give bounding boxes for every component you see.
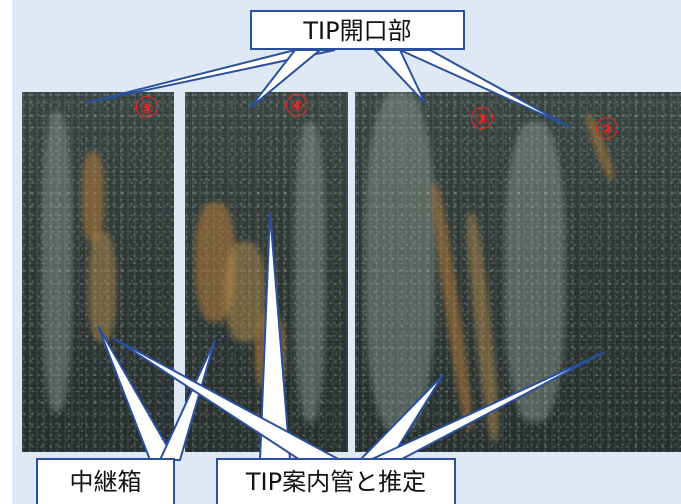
- pointer-tip-4: [249, 49, 323, 109]
- left-margin-strip: [0, 0, 12, 504]
- pointer-junction-1: [97, 325, 177, 461]
- marker-5: ⑤: [136, 96, 158, 118]
- tip-guide-pipe-label: TIP案内管と推定: [216, 458, 456, 504]
- rust-streak: [195, 202, 235, 322]
- rust-streak: [82, 152, 104, 242]
- pale-streak: [42, 112, 72, 412]
- pale-streak: [365, 92, 435, 432]
- pointer-tip-3: [372, 49, 426, 104]
- marker-2: ②: [596, 117, 618, 139]
- pointer-guide-4: [369, 351, 606, 461]
- junction-box-label: 中継箱: [36, 458, 175, 504]
- marker-4: ④: [286, 94, 308, 116]
- photo-panel-3-2: [355, 92, 681, 452]
- marker-3: ③: [471, 107, 493, 129]
- pointer-tip-2: [399, 49, 571, 128]
- rust-streak: [88, 232, 116, 342]
- photo-panel-5: [22, 92, 174, 452]
- pale-streak: [295, 122, 325, 422]
- tip-opening-label: TIP開口部: [250, 10, 465, 50]
- pale-streak: [505, 122, 565, 422]
